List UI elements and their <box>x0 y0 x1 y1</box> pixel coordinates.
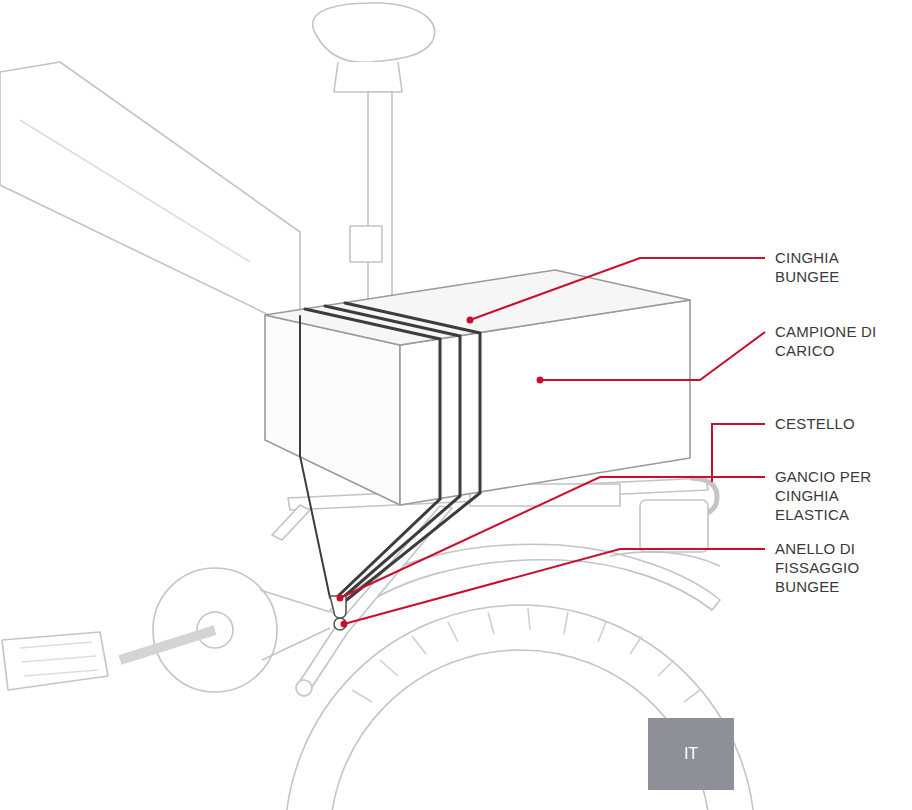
callout-label: CAMPIONE DI CARICO <box>775 322 893 360</box>
load-box <box>265 270 690 505</box>
callout-label: CINGHIA BUNGEE <box>775 248 893 286</box>
bungee-straps <box>300 303 480 602</box>
bike-frame <box>0 3 755 810</box>
language-code: IT <box>684 744 698 764</box>
leader-lines <box>340 258 765 624</box>
language-tab: IT <box>648 718 734 790</box>
callout-label: ANELLO DI FISSAGGIO BUNGEE <box>775 539 893 596</box>
callout-label: GANCIO PER CINGHIA ELASTICA <box>775 467 893 524</box>
leader-dots <box>337 317 544 628</box>
callout-label: CESTELLO <box>775 414 893 433</box>
